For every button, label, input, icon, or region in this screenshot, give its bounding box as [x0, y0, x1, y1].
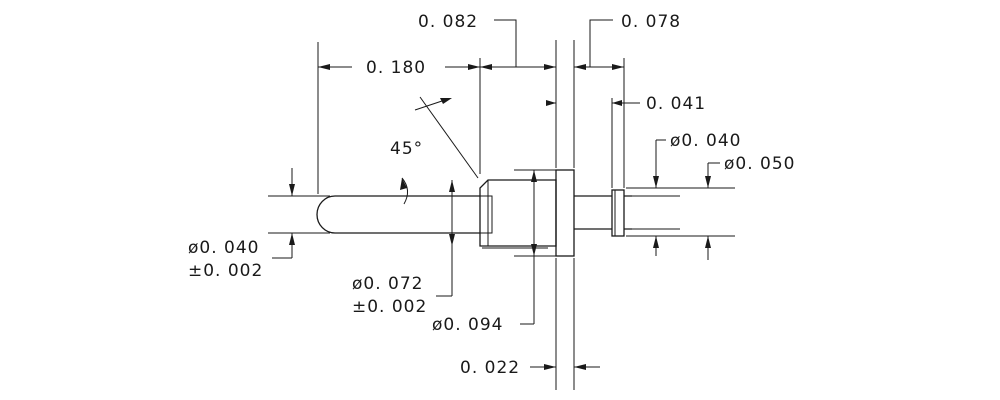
dim-length-0078: 0. 078	[621, 12, 681, 32]
dim-length-0022: 0. 022	[460, 358, 520, 378]
dim-diameter-0094: ø0. 094	[432, 315, 503, 335]
end-stub	[624, 195, 632, 230]
part-outline	[316, 169, 632, 257]
dimension-lines	[272, 19, 720, 370]
dim-angle-45: 45°	[390, 139, 423, 159]
dim-length-0041: 0. 041	[646, 94, 706, 114]
extension-lines	[268, 40, 735, 390]
dimension-labels: 0. 180 0. 082 0. 078 0. 041 45° ø0. 040 …	[188, 12, 795, 378]
dim-length-0082: 0. 082	[418, 12, 478, 32]
dim-diameter-0072: ø0. 072	[352, 274, 423, 294]
bore-line	[480, 195, 493, 234]
dim-diameter-0040-left: ø0. 040	[188, 238, 259, 258]
dim-diameter-0040-right: ø0. 040	[670, 131, 741, 151]
tail-shaft	[574, 195, 612, 230]
groove-ring	[611, 189, 625, 237]
dim-length-0180: 0. 180	[366, 58, 426, 78]
dim-diameter-0050: ø0. 050	[724, 154, 795, 174]
body-section	[479, 179, 557, 247]
tip-section	[316, 195, 480, 234]
dim-tolerance-0002-mid: ±0. 002	[352, 297, 427, 317]
collar	[555, 169, 575, 257]
dim-tolerance-0002-left: ±0. 002	[188, 261, 263, 281]
